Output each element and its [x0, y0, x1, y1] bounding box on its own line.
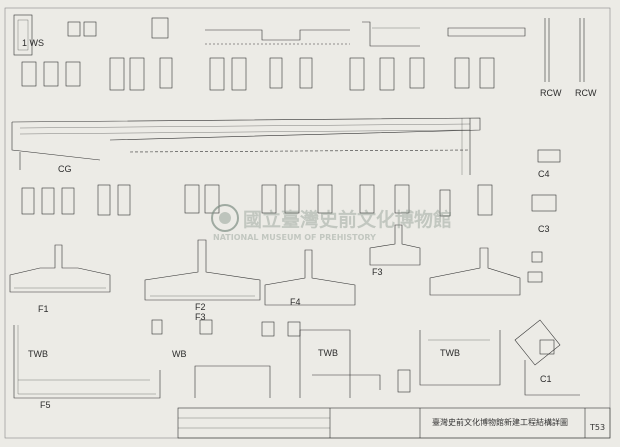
label-f3: F3: [195, 312, 206, 322]
label-twb: TWB: [28, 349, 48, 359]
column-sections-row-2: [21, 57, 495, 91]
label-rcw: RCW: [540, 88, 562, 98]
label-twb-3: TWB: [440, 348, 460, 358]
label-c3: C3: [538, 224, 550, 234]
label-f1: F1: [38, 304, 49, 314]
museum-watermark: 國立臺灣史前文化博物館 NATIONAL MUSEUM OF PREHISTOR…: [211, 204, 452, 242]
label-f3b: F3: [372, 267, 383, 277]
label-rcw-2: RCW: [575, 88, 597, 98]
label-f2: F2: [195, 302, 206, 312]
watermark-english: NATIONAL MUSEUM OF PREHISTORY: [213, 233, 376, 242]
title-block-sheet-no: T53: [589, 423, 605, 432]
label-wb: WB: [172, 349, 187, 359]
museum-logo-icon: [211, 204, 239, 232]
label-cg: CG: [58, 164, 72, 174]
footing-details: [9, 224, 543, 306]
label-twb-2: TWB: [318, 348, 338, 358]
title-block-title: 臺灣史前文化博物館新建工程結構詳圖: [432, 417, 568, 427]
label-c4: C4: [538, 169, 550, 179]
beam-elevation-1: [11, 117, 481, 175]
top-row-details: [13, 14, 585, 82]
label-c1: C1: [540, 374, 552, 384]
label-f5: F5: [40, 400, 51, 410]
bottom-row-details: [13, 319, 580, 399]
watermark-chinese: 國立臺灣史前文化博物館: [243, 208, 452, 231]
column-sections-row-3: [21, 149, 561, 217]
label-f4: F4: [290, 297, 301, 307]
title-block: [177, 407, 611, 439]
label-ws1: 1 WS: [22, 38, 44, 48]
